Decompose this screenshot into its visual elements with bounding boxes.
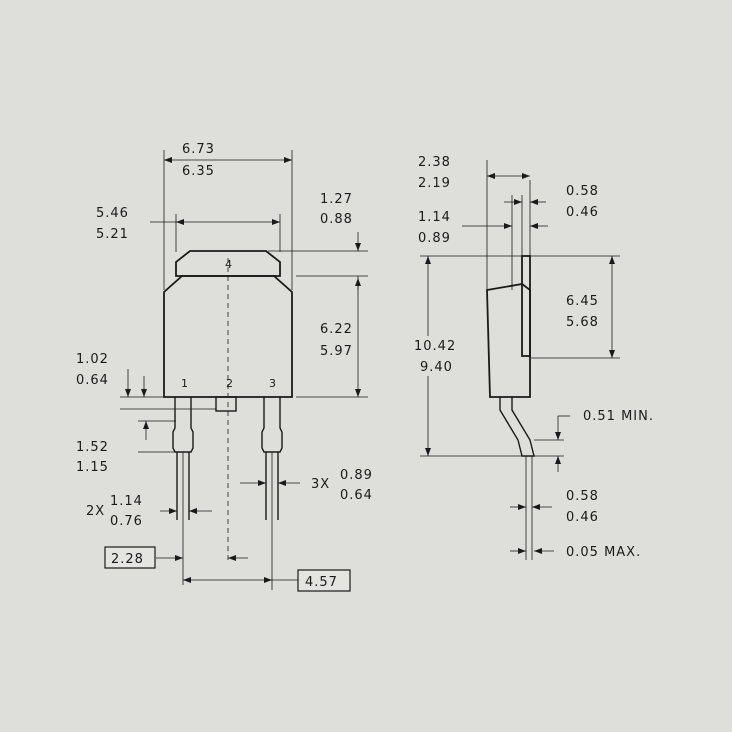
dim-side-standoff: 0.05 MAX. <box>510 545 641 560</box>
dim-side-overall-height-max: 10.42 <box>414 339 456 354</box>
dim-tab-offset-min: 0.88 <box>320 212 353 227</box>
dim-tab-offset: 1.27 0.88 <box>268 192 368 290</box>
side-lead <box>499 397 535 457</box>
dim-lead-thickness-3x: 3X 0.89 0.64 <box>240 468 373 503</box>
dim-pitch-value: 2.28 <box>111 552 144 567</box>
side-tab <box>521 255 531 357</box>
dim-side-overall-height-min: 9.40 <box>420 360 453 375</box>
dim-top-width-min: 6.35 <box>182 164 215 179</box>
dim-lead-thickness-qty: 3X <box>311 477 330 492</box>
side-body <box>486 283 531 398</box>
side-view: 2.38 2.19 0.58 0.46 1.14 0.89 <box>414 155 654 560</box>
dim-side-standoff-value: 0.05 MAX. <box>566 545 641 560</box>
dim-side-tab-thickness-max: 0.58 <box>566 184 599 199</box>
dim-tab-width-min: 5.21 <box>96 227 129 242</box>
dim-side-lead-thickness-max: 0.58 <box>566 489 599 504</box>
dim-side-body-depth-max: 1.14 <box>418 210 451 225</box>
dim-tab-width: 5.46 5.21 <box>96 206 281 252</box>
dim-lead-thickness-min: 0.64 <box>340 488 373 503</box>
dim-body-height-min: 5.97 <box>320 344 353 359</box>
dim-side-lead-thickness-min: 0.46 <box>566 510 599 525</box>
dim-side-body-depth-min: 0.89 <box>418 231 451 246</box>
dim-side-total-width-max: 2.38 <box>418 155 451 170</box>
mounting-tab <box>175 250 281 277</box>
dim-base-offset: 1.02 0.64 <box>76 352 216 410</box>
dim-side-lead-thickness: 0.58 0.46 <box>510 456 599 560</box>
pin-label-2: 2 <box>226 377 233 390</box>
dim-side-total-width-min: 2.19 <box>418 176 451 191</box>
dim-side-foot-min-value: 0.51 MIN. <box>583 409 654 424</box>
dim-side-tab-height: 6.45 5.68 <box>530 255 620 359</box>
dim-lead-width-qty: 2X <box>86 504 105 519</box>
dim-base-offset-min: 0.64 <box>76 373 109 388</box>
front-view: 1 2 3 4 6.73 6.35 5.46 5.21 <box>76 142 373 592</box>
dim-side-tab-thickness: 0.58 0.46 <box>504 184 599 256</box>
dim-lead-thickness-max: 0.89 <box>340 468 373 483</box>
dim-body-height: 6.22 5.97 <box>296 278 368 398</box>
dim-lead-width-max: 1.14 <box>110 494 143 509</box>
dim-lead-shoulder-min: 1.15 <box>76 460 109 475</box>
dim-side-body-depth: 1.14 0.89 <box>418 195 548 290</box>
dim-side-tab-height-min: 5.68 <box>566 315 599 330</box>
dim-tab-width-max: 5.46 <box>96 206 129 221</box>
dim-span-value: 4.57 <box>305 575 338 590</box>
pin-label-1: 1 <box>181 377 188 390</box>
dim-top-width: 6.73 6.35 <box>163 142 293 290</box>
dim-side-tab-height-max: 6.45 <box>566 294 599 309</box>
dim-top-width-max: 6.73 <box>182 142 215 157</box>
dim-pitch-basic: 2.28 <box>104 452 248 585</box>
dim-lead-shoulder-max: 1.52 <box>76 440 109 455</box>
dim-lead-width-min: 0.76 <box>110 514 143 529</box>
dim-lead-width: 2X 1.14 0.76 <box>86 494 212 529</box>
dim-tab-offset-max: 1.27 <box>320 192 353 207</box>
dim-base-offset-max: 1.02 <box>76 352 109 367</box>
dim-lead-shoulder: 1.52 1.15 <box>76 420 176 475</box>
dim-side-total-width: 2.38 2.19 <box>418 155 531 290</box>
dim-side-overall-height: 10.42 9.40 <box>414 255 522 457</box>
dim-side-tab-thickness-min: 0.46 <box>566 205 599 220</box>
lead-2-stub <box>215 396 237 412</box>
pin-label-3: 3 <box>269 377 276 390</box>
pin-label-4: 4 <box>225 258 232 271</box>
dim-body-height-max: 6.22 <box>320 322 353 337</box>
dim-side-foot-min: 0.51 MIN. <box>534 409 654 472</box>
dim-span-basic: 4.57 <box>183 452 351 592</box>
